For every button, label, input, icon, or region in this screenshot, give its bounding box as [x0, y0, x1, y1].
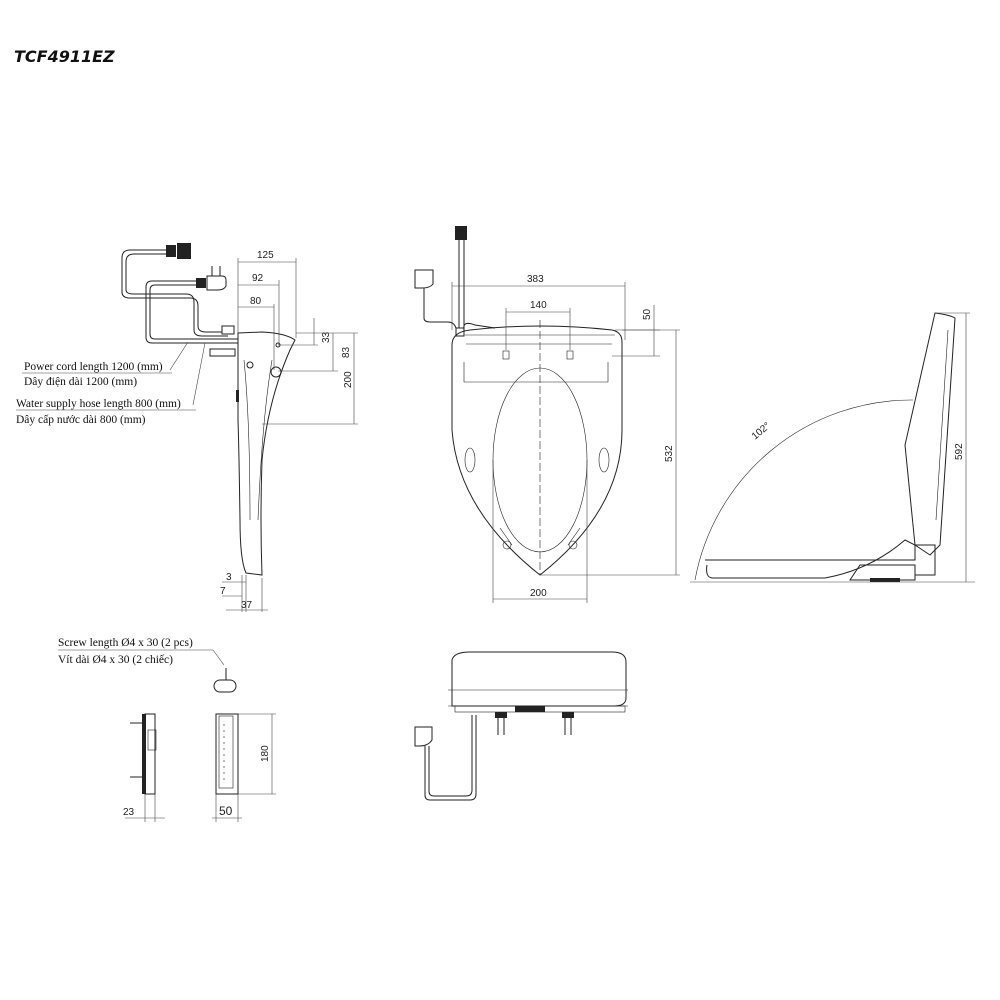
top-view: 383 140 50 532 200 [414, 226, 680, 603]
bracket-views: 180 50 23 [123, 713, 276, 822]
screw-note: Screw length Ø4 x 30 (2 pcs) Vít dài Ø4 … [58, 637, 237, 693]
power-cord-note-vi: Dây điện dài 1200 (mm) [24, 376, 137, 388]
uk-plug-icon [206, 275, 227, 291]
dim-180: 180 [260, 745, 271, 762]
dim-532: 532 [664, 445, 675, 462]
dim-92: 92 [252, 273, 264, 284]
dim-23: 23 [123, 807, 135, 818]
power-cord-note-en: Power cord length 1200 (mm) [24, 361, 163, 373]
dim-125: 125 [257, 250, 274, 261]
inlet-icon [209, 348, 236, 357]
dim-592: 592 [954, 443, 965, 460]
model-title: TCF4911EZ [14, 47, 115, 66]
dim-83: 83 [341, 346, 352, 358]
screw-note-en: Screw length Ø4 x 30 (2 pcs) [58, 637, 193, 649]
angle-102: 102° [750, 421, 773, 443]
water-hose-note-en: Water supply hose length 800 (mm) [16, 398, 181, 410]
dim-3: 3 [226, 572, 232, 583]
dim-200-width: 200 [530, 588, 547, 599]
screw-icon [213, 668, 237, 693]
dim-383: 383 [527, 274, 544, 285]
valve-icon [221, 325, 235, 335]
dim-140: 140 [530, 300, 547, 311]
dim-50: 50 [642, 308, 653, 320]
plug-connector-icon [166, 245, 176, 257]
dim-200: 200 [343, 371, 354, 388]
water-hose [145, 266, 238, 357]
power-cord [121, 243, 228, 337]
dim-50: 50 [219, 804, 233, 818]
dim-7: 7 [220, 586, 226, 597]
open-lid-view: 102° 592 [690, 312, 975, 583]
dim-37: 37 [241, 600, 253, 611]
uk-plug-icon [414, 269, 434, 289]
side-view: 125 92 80 33 83 200 3 7 37 Power cord le… [16, 243, 358, 612]
screw-note-vi: Vít dài Ø4 x 30 (2 chiếc) [58, 653, 173, 666]
dim-33: 33 [321, 331, 332, 343]
plug-icon [455, 226, 467, 240]
dim-80: 80 [250, 296, 262, 307]
hose-fitting-icon [196, 278, 206, 288]
water-hose-note-vi: Dây cấp nước dài 800 (mm) [16, 413, 146, 426]
front-view [414, 651, 628, 801]
uk-plug-icon [414, 726, 433, 747]
plug-icon [177, 243, 191, 259]
